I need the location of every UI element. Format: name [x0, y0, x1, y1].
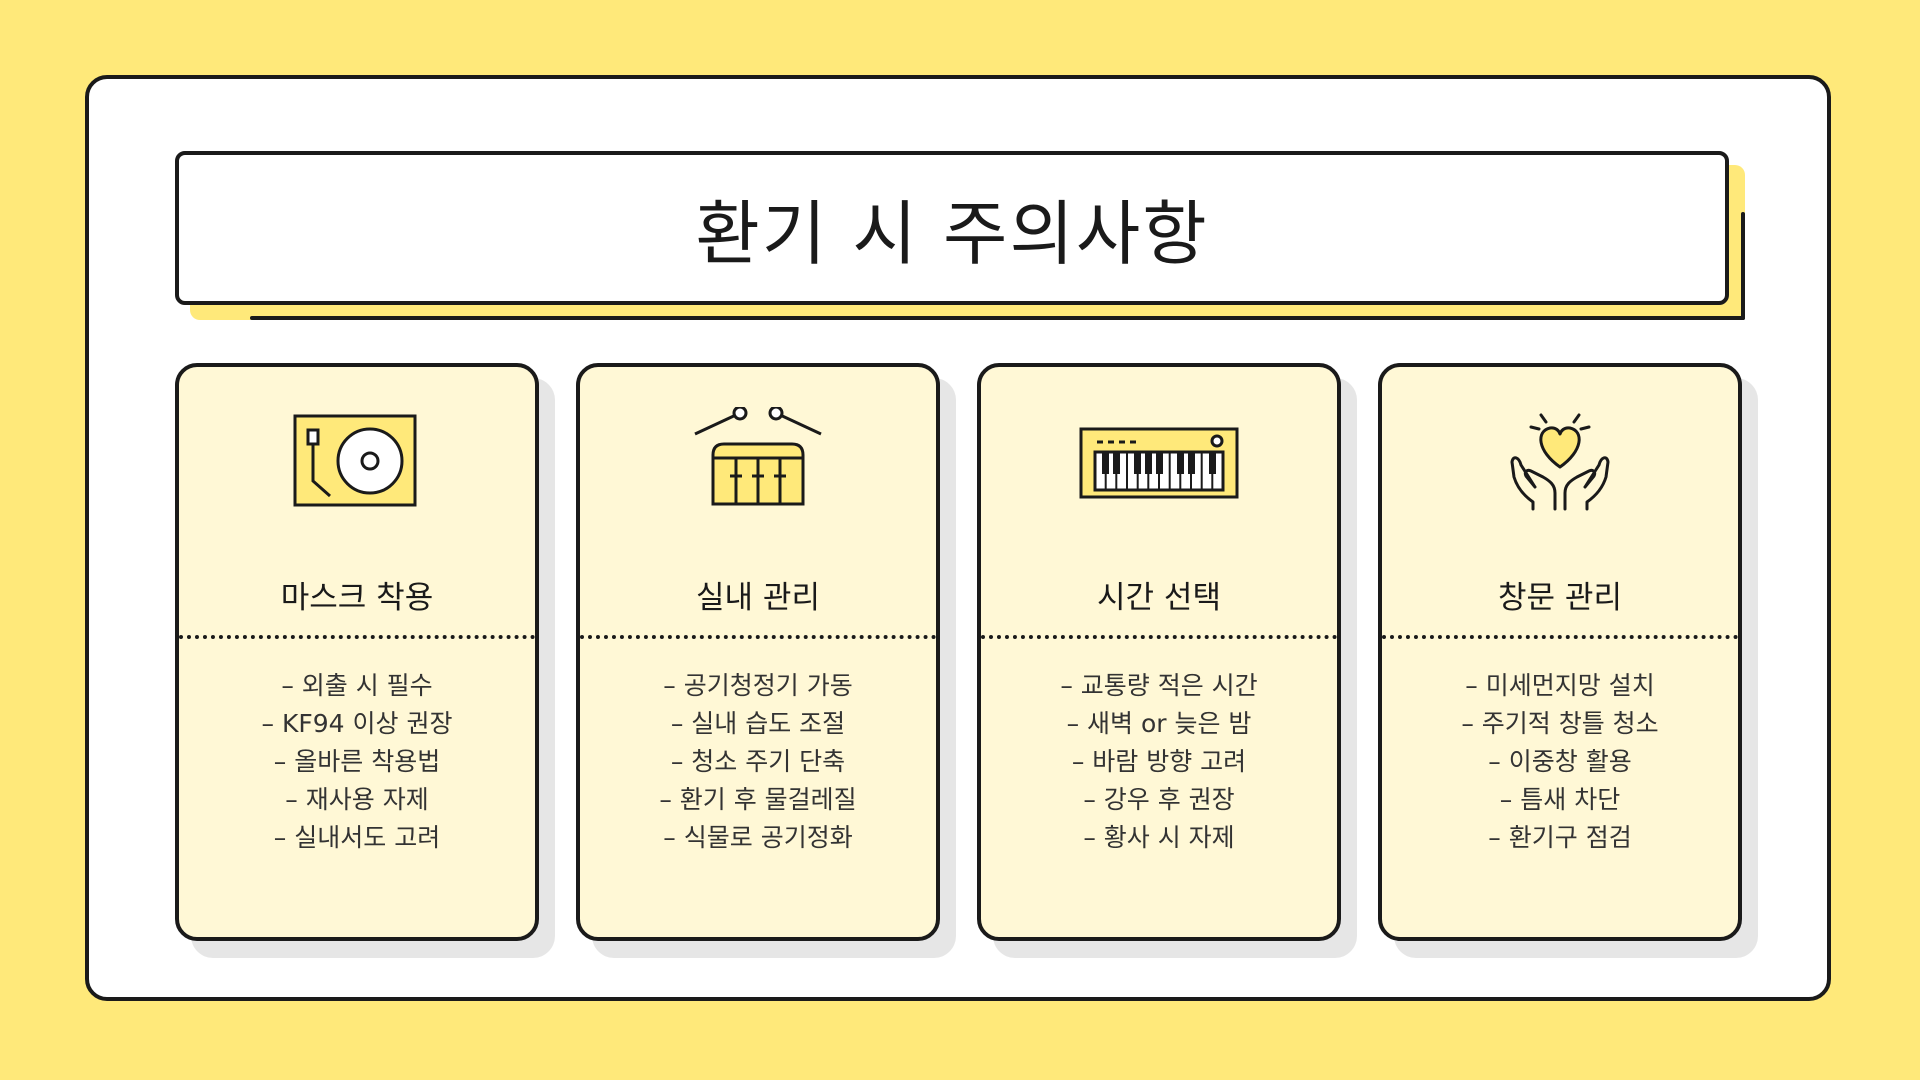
list-item: – 재사용 자제	[285, 785, 429, 814]
list-item: – 틈새 차단	[1499, 785, 1621, 814]
list-item: – 교통량 적은 시간	[1060, 671, 1258, 700]
card-title: 창문 관리	[1498, 580, 1622, 616]
list-item: – 환기구 점검	[1488, 823, 1632, 852]
list-item: – 환기 후 물걸레질	[659, 785, 857, 814]
list-item: – 바람 방향 고려	[1071, 747, 1247, 776]
list-item: – 실내 습도 조절	[670, 709, 846, 738]
turntable-icon	[293, 414, 417, 507]
heart-hands-icon	[1510, 413, 1610, 511]
card-timing: 시간 선택 – 교통량 적은 시간 – 새벽 or 늦은 밤 – 바람 방향 고…	[977, 363, 1341, 941]
list-item: – 강우 후 권장	[1083, 785, 1235, 814]
dotted-divider	[580, 635, 936, 639]
card-window: 창문 관리 – 미세먼지망 설치 – 주기적 창틀 청소 – 이중창 활용 – …	[1378, 363, 1742, 941]
list-item: – 공기청정기 가동	[663, 671, 853, 700]
list-item: – 외출 시 필수	[281, 671, 433, 700]
card-indoor: 실내 관리 – 공기청정기 가동 – 실내 습도 조절 – 청소 주기 단축 –…	[576, 363, 940, 941]
list-item: – 이중창 활용	[1488, 747, 1632, 776]
list-item: – KF94 이상 권장	[261, 709, 453, 738]
dotted-divider	[1382, 635, 1738, 639]
list-item: – 올바른 착용법	[273, 747, 441, 776]
card-list: – 교통량 적은 시간 – 새벽 or 늦은 밤 – 바람 방향 고려 – 강우…	[981, 667, 1337, 857]
page-title: 환기 시 주의사항	[695, 192, 1209, 275]
card-list: – 미세먼지망 설치 – 주기적 창틀 청소 – 이중창 활용 – 틈새 차단 …	[1382, 667, 1738, 857]
list-item: – 식물로 공기정화	[663, 823, 853, 852]
card-mask: 마스크 착용 – 외출 시 필수 – KF94 이상 권장 – 올바른 착용법 …	[175, 363, 539, 941]
card-list: – 외출 시 필수 – KF94 이상 권장 – 올바른 착용법 – 재사용 자…	[179, 667, 535, 857]
list-item: – 새벽 or 늦은 밤	[1066, 709, 1252, 738]
card-list: – 공기청정기 가동 – 실내 습도 조절 – 청소 주기 단축 – 환기 후 …	[580, 667, 936, 857]
dotted-divider	[981, 635, 1337, 639]
list-item: – 주기적 창틀 청소	[1461, 709, 1659, 738]
title-shadow-line	[250, 316, 1745, 320]
keyboard-icon	[1079, 427, 1239, 499]
card-title: 마스크 착용	[280, 580, 434, 616]
title-box: 환기 시 주의사항	[175, 151, 1729, 305]
list-item: – 황사 시 자제	[1083, 823, 1235, 852]
card-title: 시간 선택	[1097, 580, 1221, 616]
drum-icon	[694, 407, 822, 506]
card-title: 실내 관리	[696, 580, 820, 616]
dotted-divider	[179, 635, 535, 639]
title-shadow-edge	[1741, 212, 1745, 320]
list-item: – 미세먼지망 설치	[1465, 671, 1655, 700]
list-item: – 청소 주기 단축	[670, 747, 846, 776]
list-item: – 실내서도 고려	[273, 823, 441, 852]
